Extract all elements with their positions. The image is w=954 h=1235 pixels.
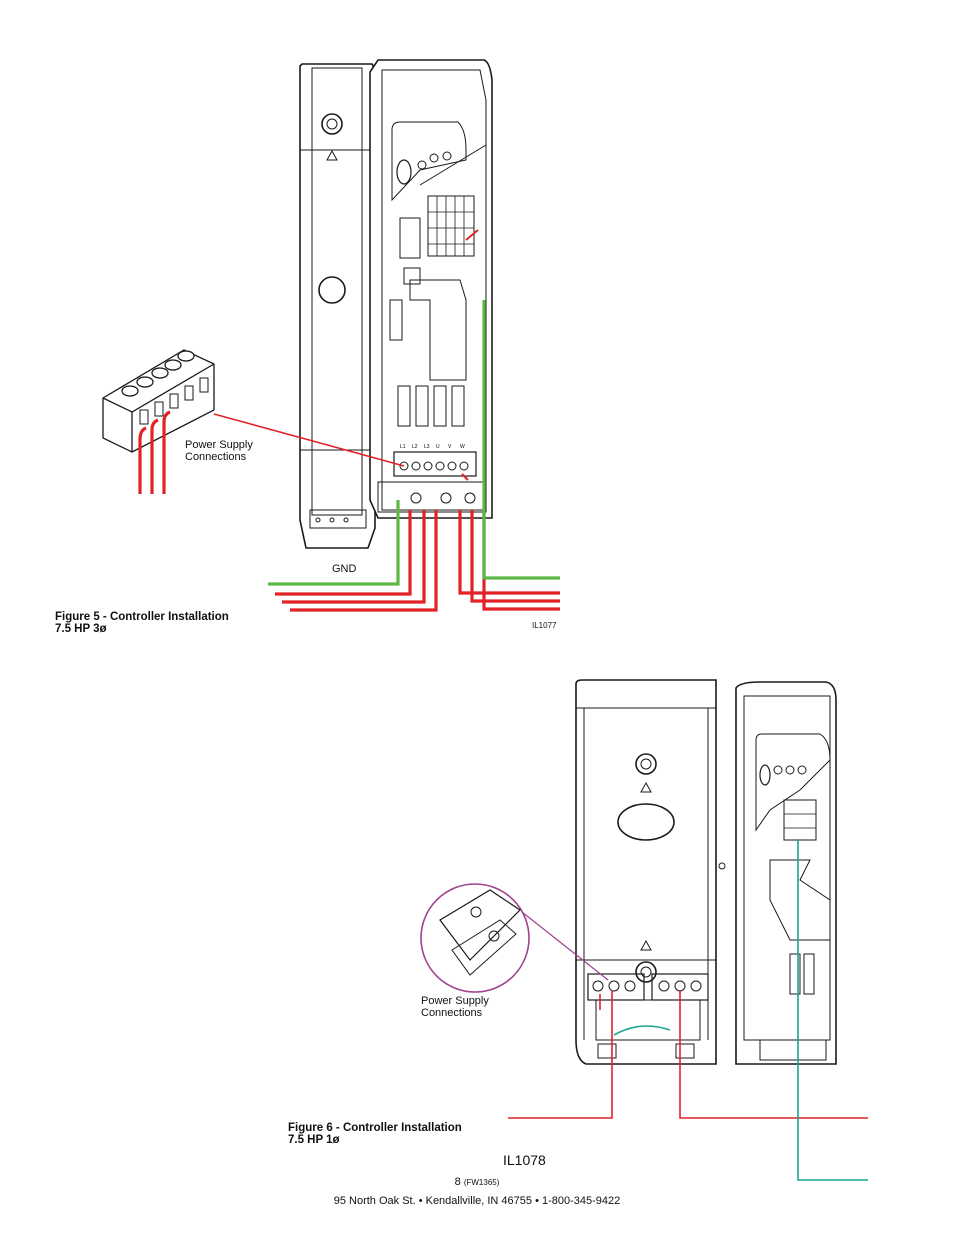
figure5-controller xyxy=(299,59,493,549)
figure6-controller xyxy=(575,679,837,1065)
figure5-gnd-label: GND xyxy=(332,563,357,575)
figure5-callout-power-supply: Power Supply Connections xyxy=(185,439,253,463)
figure5-caption-line2: 7.5 HP 3ø xyxy=(55,623,107,635)
figure5-caption: Figure 5 - Controller Installation 7.5 H… xyxy=(55,611,229,635)
figure6-caption: Figure 6 - Controller Installation 7.5 H… xyxy=(288,1122,462,1146)
figure5-image-code: IL1077 xyxy=(532,621,557,630)
figure6-image-code: IL1078 xyxy=(503,1152,546,1168)
figure5-caption-line1: Figure 5 - Controller Installation xyxy=(55,611,229,623)
terminal-label-l1: L1 xyxy=(400,444,406,450)
figure5-terminal-plug xyxy=(102,349,215,453)
figure6-wires xyxy=(508,840,868,1181)
figure6-magnified-callout xyxy=(420,883,609,993)
terminal-label-v: V xyxy=(448,444,452,450)
footer-page: 8 (FW1365) xyxy=(0,1176,954,1188)
footer-address: 95 North Oak St. • Kendallville, IN 4675… xyxy=(333,1195,621,1207)
figure6-callout-power-supply: Power Supply Connections xyxy=(421,995,489,1019)
terminal-label-w: W xyxy=(460,444,465,450)
terminal-label-u: U xyxy=(436,444,440,450)
figure6-caption-line2: 7.5 HP 1ø xyxy=(288,1134,340,1146)
figure5-wires xyxy=(138,229,560,612)
terminal-label-l3: L3 xyxy=(424,444,430,450)
doc-code: (FW1365) xyxy=(463,1178,500,1187)
page-number: 8 xyxy=(454,1176,461,1188)
figure6-caption-line1: Figure 6 - Controller Installation xyxy=(288,1122,462,1134)
terminal-label-l2: L2 xyxy=(412,444,418,450)
